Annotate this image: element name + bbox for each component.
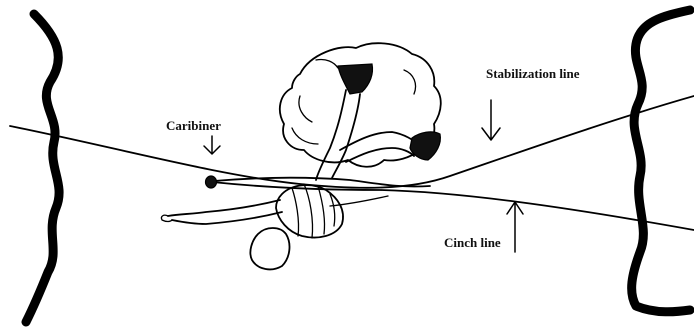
head (250, 228, 289, 269)
label-cinch-line: Cinch line (444, 235, 501, 250)
caribiner (206, 176, 217, 188)
cinch-line (212, 182, 694, 230)
arrow-cinch (507, 202, 523, 252)
arrow-stabilization (482, 100, 500, 140)
arm (168, 200, 282, 224)
boot-upper (338, 64, 373, 94)
arrow-caribiner (204, 136, 220, 154)
label-stabilization-line: Stabilization line (486, 66, 580, 81)
right-wall (632, 10, 690, 312)
stabilization-line (10, 96, 694, 188)
label-caribiner: Caribiner (166, 118, 221, 133)
torso (276, 185, 343, 237)
left-wall (26, 14, 59, 322)
leg-upper (316, 90, 360, 180)
caver-figure (161, 43, 440, 269)
